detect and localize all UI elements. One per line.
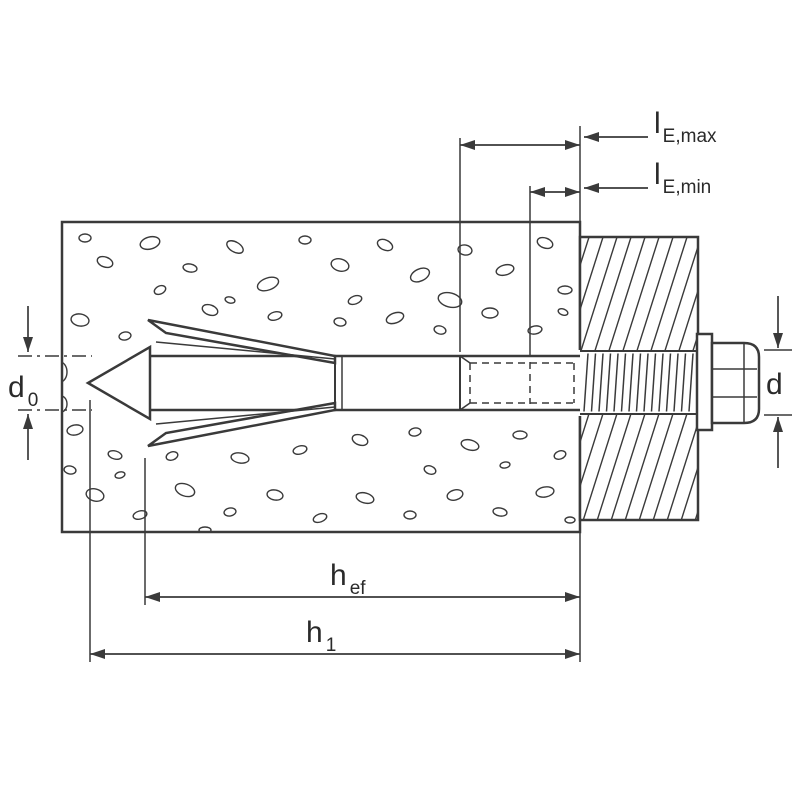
expansion-fin-bottom: [147, 401, 337, 448]
expansion-anchor: [85, 318, 580, 448]
label-d: d: [766, 368, 783, 401]
concrete-texture: [63, 233, 576, 531]
expansion-fin-top: [147, 318, 337, 365]
d0-reference-lines: [18, 355, 92, 411]
hex-nut: [710, 341, 761, 425]
thread-pattern: [583, 353, 694, 412]
expander-cone: [85, 344, 152, 422]
dimensions: [23, 126, 792, 662]
threaded-rod: [580, 350, 700, 415]
washer: [695, 332, 714, 432]
